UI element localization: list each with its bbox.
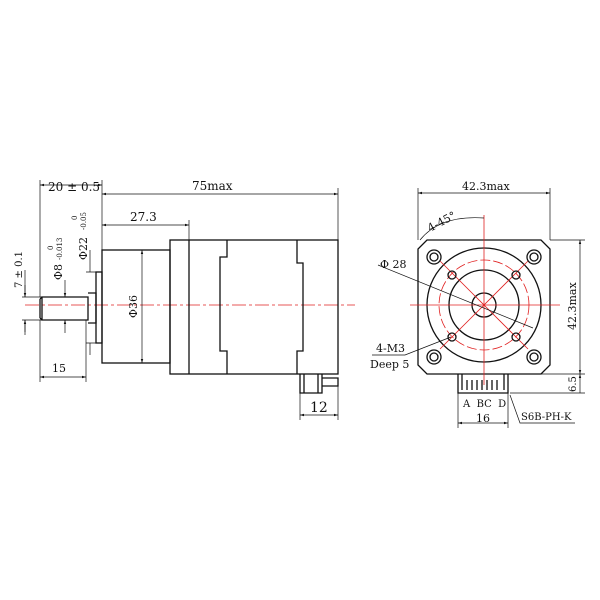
connector-length-label: 12 xyxy=(310,400,328,416)
bolt-circle-label: Φ 28 xyxy=(380,258,407,271)
svg-text:0: 0 xyxy=(47,246,55,250)
connector-width-label: 16 xyxy=(476,412,490,425)
depth-label: Deep 5 xyxy=(370,358,409,371)
svg-text:0: 0 xyxy=(71,216,79,220)
shaft xyxy=(39,296,89,321)
threads-label: 4-M3 xyxy=(376,342,405,355)
shaft-shoulder xyxy=(88,292,97,324)
width-label: 42.3max xyxy=(462,180,510,193)
shaft-length-label: 20 ± 0.5 xyxy=(48,180,100,194)
pins-label: A BC D xyxy=(462,399,506,410)
boss-diameter-label: Φ22 xyxy=(77,237,90,260)
shaft-diameter-label: Φ8 xyxy=(52,264,65,280)
flat-width-label: 7 ± 0.1 xyxy=(14,251,25,288)
gearbox-diameter-label: Φ36 xyxy=(127,295,140,318)
side-view: 20 ± 0.5 75max 27.3 Φ36 15 12 7 ± 0.1 Φ8… xyxy=(14,179,355,420)
svg-text:-0.013: -0.013 xyxy=(56,238,64,260)
connector xyxy=(299,374,339,394)
boss xyxy=(95,271,103,344)
gearbox-length-label: 27.3 xyxy=(130,210,157,224)
svg-text:-0.05: -0.05 xyxy=(80,212,88,230)
motor-body xyxy=(169,239,339,375)
overall-length-label: 75max xyxy=(192,179,233,193)
m3-holes xyxy=(447,270,521,342)
connector xyxy=(457,374,509,394)
connector-part-label: S6B-PH-K xyxy=(521,412,572,423)
front-view: 42.3max 42.3max 4-45° Φ 28 4-M3 Deep 5 6… xyxy=(370,180,585,428)
height-label: 42.3max xyxy=(566,282,579,330)
connector-height-label: 6.5 xyxy=(568,376,579,392)
mount-holes xyxy=(426,249,542,365)
angle-label: 4-45° xyxy=(425,209,458,235)
flat-length-label: 15 xyxy=(52,362,66,375)
